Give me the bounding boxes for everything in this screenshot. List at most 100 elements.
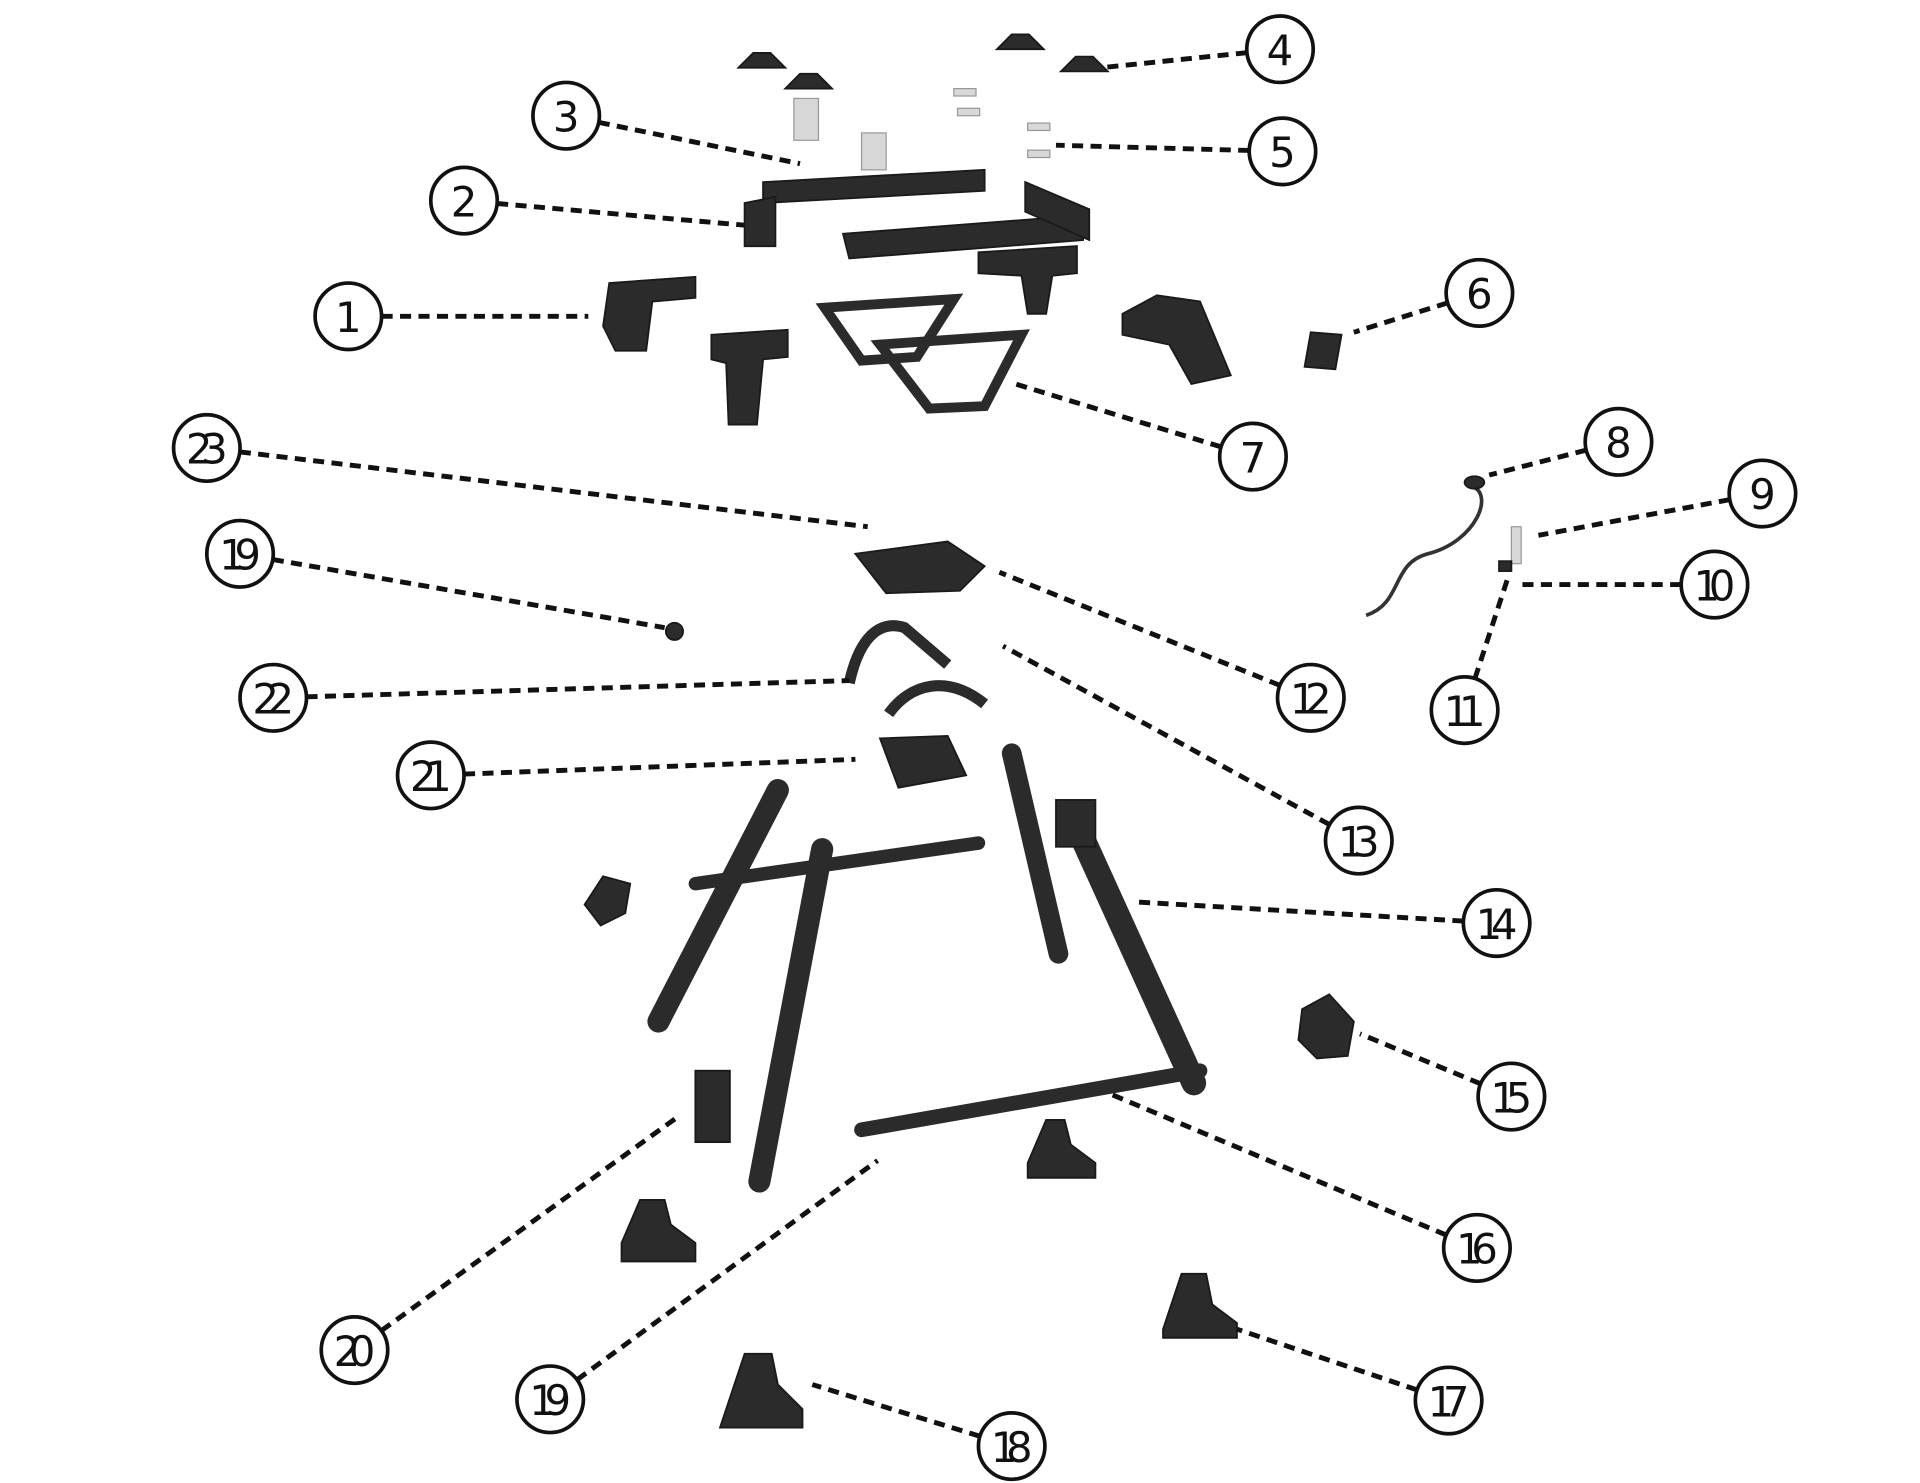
callout-number: 20 bbox=[334, 1327, 376, 1376]
callout-number: 7 bbox=[1240, 433, 1267, 482]
leader-line bbox=[1138, 899, 1464, 924]
leader-line bbox=[306, 678, 850, 700]
leader-line bbox=[1359, 1031, 1482, 1087]
callout-bubble bbox=[204, 518, 276, 589]
callout-bubble bbox=[428, 165, 500, 236]
leader-line bbox=[575, 1158, 879, 1382]
callout-bubble bbox=[515, 1364, 586, 1435]
callout-22: 22 bbox=[238, 662, 850, 733]
callout-bubble bbox=[1583, 406, 1654, 477]
callout-16: 16 bbox=[1106, 1090, 1512, 1284]
callout-number: 14 bbox=[1476, 900, 1518, 949]
callout-number: 21 bbox=[410, 752, 452, 801]
callout-13: 13 bbox=[1001, 643, 1394, 876]
callout-5: 5 bbox=[1055, 116, 1318, 187]
leader-line bbox=[463, 756, 856, 777]
leader-line bbox=[1353, 300, 1449, 335]
parts-artwork bbox=[583, 33, 1522, 1429]
callout-bubble bbox=[1727, 458, 1798, 529]
callout-number: 16 bbox=[1456, 1225, 1498, 1274]
leader-line bbox=[1236, 1326, 1418, 1393]
mounting-plate-part bbox=[793, 87, 1051, 171]
callout-bubble bbox=[1244, 14, 1316, 85]
callout-bubble bbox=[1679, 549, 1750, 620]
leader-line bbox=[1537, 497, 1731, 538]
leader-line bbox=[1001, 643, 1331, 827]
callout-bubble bbox=[1247, 116, 1318, 187]
callout-bubble bbox=[1217, 421, 1288, 492]
callout-number: 10 bbox=[1694, 561, 1736, 610]
callout-9: 9 bbox=[1537, 458, 1798, 538]
leader-line bbox=[1106, 1090, 1448, 1238]
callout-number: 18 bbox=[991, 1423, 1033, 1472]
leader-line bbox=[380, 1115, 679, 1333]
callout-number: 19 bbox=[219, 531, 261, 580]
lower-bracket-part bbox=[664, 540, 989, 789]
callout-bubble bbox=[1275, 662, 1346, 733]
callout-number: 22 bbox=[252, 675, 294, 724]
callout-number: 11 bbox=[1444, 687, 1486, 736]
corner-bracket-part bbox=[602, 245, 1343, 426]
callout-bubble bbox=[1441, 1212, 1512, 1284]
callout-20: 20 bbox=[319, 1115, 679, 1386]
callout-number: 12 bbox=[1290, 675, 1332, 724]
callout-12: 12 bbox=[998, 569, 1346, 733]
cable-part bbox=[1365, 484, 1484, 618]
center-frame-part bbox=[815, 293, 1030, 414]
top-crossbar-part bbox=[743, 168, 1091, 260]
callout-bubble bbox=[1429, 675, 1500, 746]
callout-bubble bbox=[1323, 805, 1394, 876]
callout-8: 8 bbox=[1488, 406, 1654, 478]
callout-3: 3 bbox=[531, 80, 801, 167]
callout-number: 5 bbox=[1269, 128, 1296, 177]
callout-bubble bbox=[238, 662, 309, 733]
callout-21: 21 bbox=[395, 740, 856, 811]
foot-part bbox=[583, 799, 1355, 1429]
callout-bubble bbox=[976, 1411, 1047, 1482]
callout-number: 15 bbox=[1490, 1073, 1532, 1122]
callout-18: 18 bbox=[811, 1382, 1047, 1482]
callout-15: 15 bbox=[1359, 1031, 1547, 1132]
leader-line bbox=[1014, 381, 1222, 450]
leader-line bbox=[1055, 142, 1250, 153]
callout-bubble bbox=[395, 740, 466, 811]
callout-2: 2 bbox=[428, 165, 745, 236]
callout-4: 4 bbox=[1101, 14, 1316, 85]
leader-line bbox=[1472, 577, 1511, 680]
callout-bubble bbox=[171, 412, 242, 484]
callout-number: 19 bbox=[529, 1376, 571, 1425]
callout-number: 9 bbox=[1749, 470, 1776, 519]
leader-line bbox=[598, 119, 801, 167]
leader-line bbox=[272, 557, 666, 631]
callout-19: 19 bbox=[204, 518, 666, 631]
leader-line bbox=[811, 1382, 981, 1439]
leader-line bbox=[1488, 447, 1587, 478]
callout-19: 19 bbox=[515, 1158, 879, 1435]
callout-bubble bbox=[1444, 257, 1515, 328]
callout-bubble bbox=[319, 1315, 390, 1386]
callout-14: 14 bbox=[1138, 887, 1532, 959]
callout-bubble bbox=[1413, 1365, 1484, 1436]
callout-number: 6 bbox=[1466, 270, 1493, 319]
callout-bubble bbox=[1461, 887, 1532, 959]
callout-10: 10 bbox=[1519, 549, 1750, 620]
callout-1: 1 bbox=[313, 281, 589, 352]
leader-line bbox=[496, 201, 745, 228]
callout-number: 17 bbox=[1428, 1377, 1470, 1426]
callout-number: 4 bbox=[1267, 26, 1294, 75]
callout-number: 1 bbox=[335, 293, 362, 342]
leader-line bbox=[1101, 50, 1248, 71]
callout-number: 8 bbox=[1605, 419, 1632, 468]
callout-23: 23 bbox=[171, 412, 868, 530]
callout-number: 13 bbox=[1338, 817, 1380, 866]
callout-11: 11 bbox=[1429, 577, 1511, 746]
callout-7: 7 bbox=[1014, 381, 1288, 492]
callout-bubble bbox=[531, 80, 602, 151]
leader-line bbox=[239, 449, 868, 530]
callout-bubble bbox=[1476, 1061, 1547, 1132]
rubber-cap-part bbox=[736, 33, 1110, 90]
callout-number: 23 bbox=[186, 425, 228, 474]
callout-17: 17 bbox=[1236, 1326, 1484, 1436]
leg-tubes-part bbox=[647, 743, 1208, 1193]
